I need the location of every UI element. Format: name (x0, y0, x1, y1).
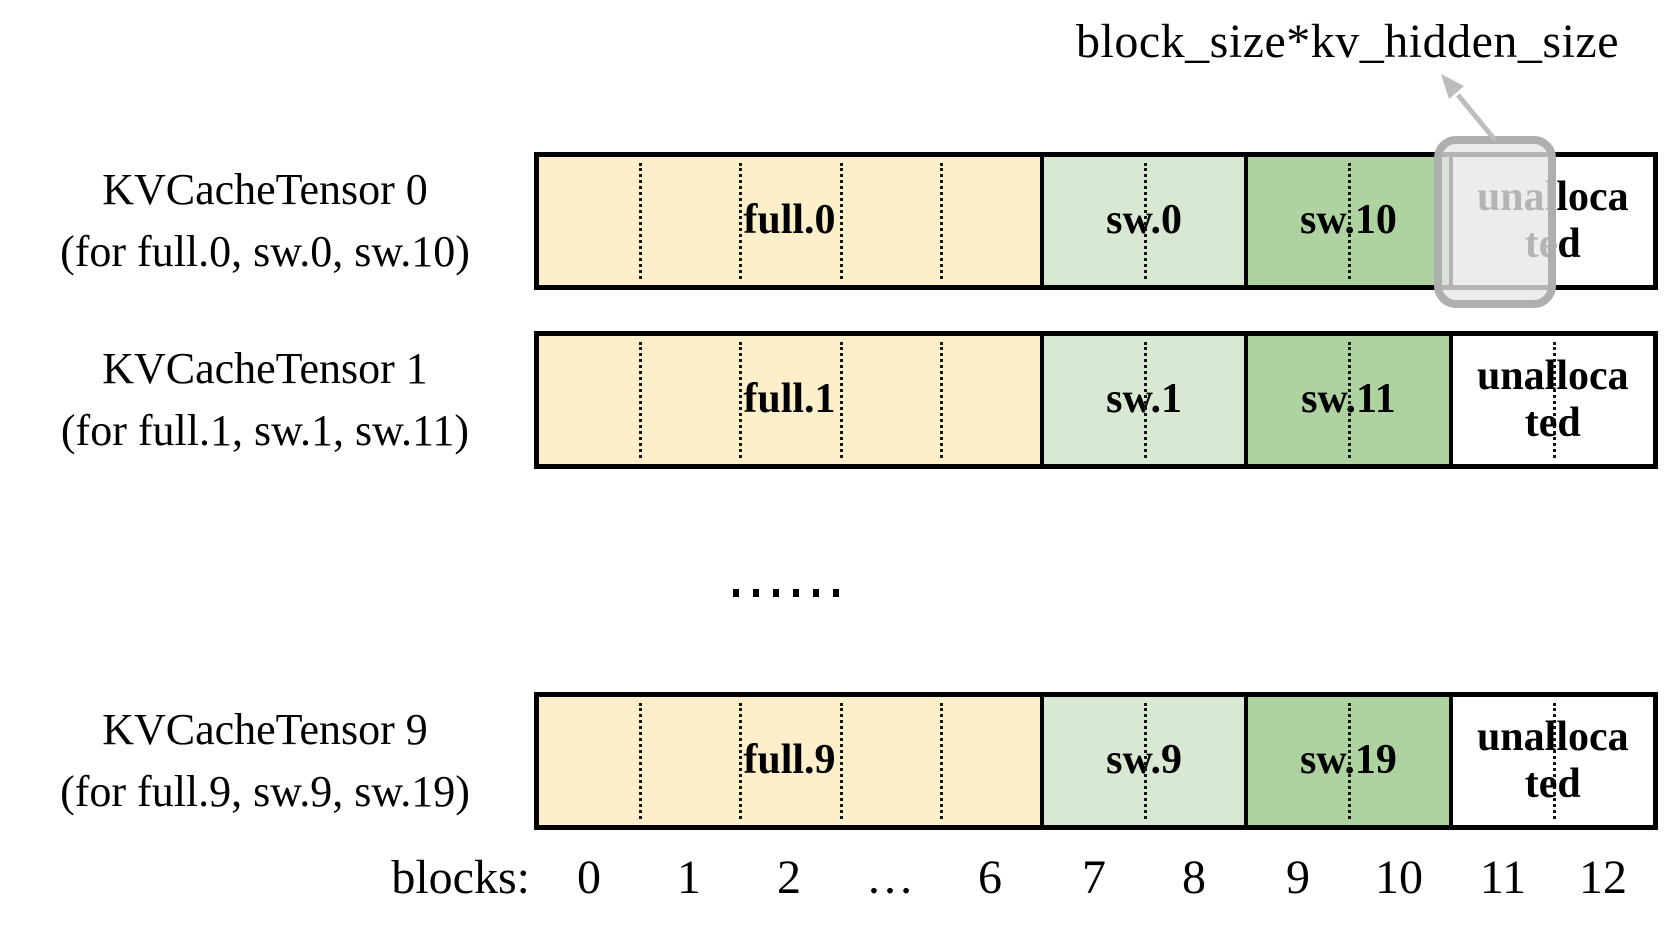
block-divider-dotted (1552, 703, 1556, 819)
segment-sw-11: sw.11 (1248, 336, 1449, 464)
block-divider-dotted (839, 163, 843, 279)
rows-ellipsis (733, 589, 839, 597)
tensor-0-subtitle: (for full.0, sw.0, sw.10) (60, 227, 470, 276)
block-divider-dotted (839, 342, 843, 458)
segment-label: full.1 (743, 376, 836, 423)
axis-tick-0: 0 (577, 851, 601, 904)
segment-sw-19: sw.19 (1248, 697, 1449, 825)
axis-tick-7: 7 (1082, 851, 1106, 904)
row-label-tensor-1: KVCacheTensor 1 (for full.1, sw.1, sw.11… (0, 338, 530, 462)
block-divider-dotted (639, 163, 643, 279)
axis-tick-6: 6 (978, 851, 1002, 904)
block-divider-dotted (939, 342, 943, 458)
blocks-axis-label: blocks: (391, 851, 530, 904)
segment-label: full.9 (743, 737, 836, 784)
block-divider-dotted (1144, 342, 1148, 458)
axis-tick-12: 12 (1579, 851, 1627, 904)
axis-tick-11: 11 (1479, 851, 1527, 904)
segment-sw-9: sw.9 (1043, 697, 1245, 825)
tensor-9-title: KVCacheTensor 9 (102, 705, 428, 754)
segment-sw-1: sw.1 (1043, 336, 1245, 464)
block-divider-dotted (739, 342, 743, 458)
block-divider-dotted (1144, 703, 1148, 819)
block-divider-dotted (639, 342, 643, 458)
block-divider-dotted (1348, 342, 1352, 458)
block-size-highlight-box (1434, 136, 1556, 308)
axis-tick-2: 2 (777, 851, 801, 904)
row-label-tensor-0: KVCacheTensor 0 (for full.0, sw.0, sw.10… (0, 159, 530, 283)
segment-label: full.0 (743, 197, 836, 244)
block-divider-dotted (739, 703, 743, 819)
tensor-1-subtitle: (for full.1, sw.1, sw.11) (60, 406, 470, 455)
tensor-0-title: KVCacheTensor 0 (102, 165, 428, 214)
segment-full-0: full.0 (539, 157, 1040, 285)
block-divider-dotted (939, 703, 943, 819)
segment-full-9: full.9 (539, 697, 1040, 825)
block-divider-dotted (1348, 703, 1352, 819)
segment-sw-10: sw.10 (1248, 157, 1449, 285)
tensor-9-subtitle: (for full.9, sw.9, sw.19) (60, 767, 470, 816)
block-divider-dotted (739, 163, 743, 279)
axis-tick-1: 1 (677, 851, 701, 904)
block-divider-dotted (939, 163, 943, 279)
block-divider-dotted (1552, 342, 1556, 458)
segment-full-1: full.1 (539, 336, 1040, 464)
block-divider-dotted (839, 703, 843, 819)
axis-tick-9: 9 (1286, 851, 1310, 904)
axis-tick-10: 10 (1375, 851, 1423, 904)
annotation-arrow-icon (1441, 74, 1497, 142)
tensor-1-title: KVCacheTensor 1 (102, 344, 428, 393)
axis-tick-8: 8 (1182, 851, 1206, 904)
annotation-block-size-label: block_size*kv_hidden_size (1076, 15, 1620, 68)
segment-sw-0: sw.0 (1043, 157, 1245, 285)
block-divider-dotted (1348, 163, 1352, 279)
block-divider-dotted (1144, 163, 1148, 279)
axis-tick-ellipsis: … (866, 851, 914, 904)
row-label-tensor-9: KVCacheTensor 9 (for full.9, sw.9, sw.19… (0, 699, 530, 823)
block-divider-dotted (639, 703, 643, 819)
